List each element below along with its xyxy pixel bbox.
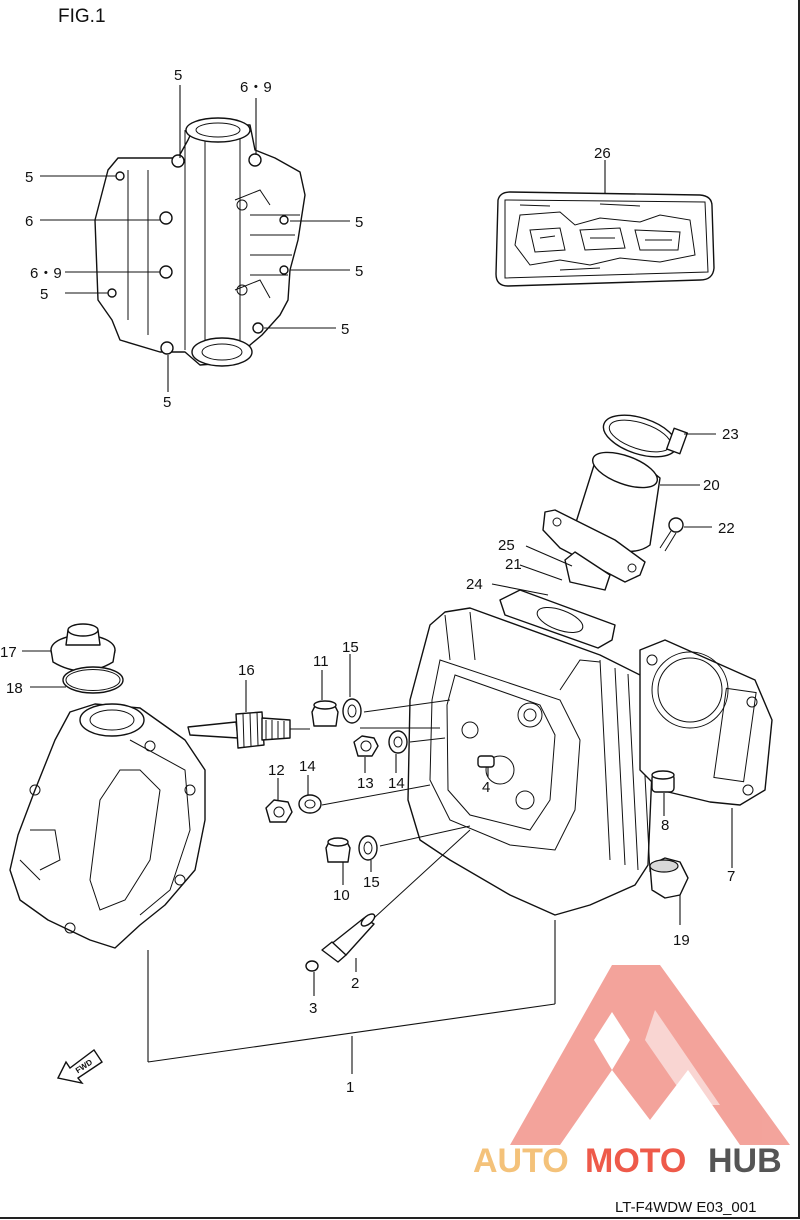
cylinder-base-gasket (639, 639, 773, 806)
callout-15-upper: 15 (342, 639, 359, 656)
watermark-auto: AUTO (473, 1142, 569, 1180)
plug-19 (649, 857, 689, 899)
callout-18: 18 (6, 680, 23, 697)
stud-lines (290, 699, 471, 847)
callout-5-top: 5 (174, 67, 182, 84)
callout-2: 2 (351, 975, 359, 992)
washer-15-lower (358, 835, 378, 861)
callout-6-9-left: 6・9 (30, 265, 62, 282)
assembly-bracket (147, 920, 556, 1074)
callout-7: 7 (727, 868, 735, 885)
callout-23: 23 (722, 426, 739, 443)
cap-nut-11 (311, 700, 339, 727)
valve-guide (321, 913, 376, 963)
cylinder-head-cover (9, 703, 206, 949)
callout-22: 22 (718, 520, 735, 537)
callout-3: 3 (309, 1000, 317, 1017)
callout-5-right-middle: 5 (355, 263, 363, 280)
callout-5-right-upper: 5 (355, 214, 363, 231)
callout-5-bottom: 5 (163, 394, 171, 411)
figure-title: FIG.1 (58, 6, 106, 27)
callout-6-9-top: 6・9 (240, 79, 272, 96)
callout-13: 13 (357, 775, 374, 792)
washer-14-lower (298, 794, 322, 814)
o-ring (62, 666, 124, 694)
callout-21: 21 (505, 556, 522, 573)
watermark-moto: MOTO (585, 1142, 686, 1180)
nut-12 (265, 799, 293, 823)
callout-26: 26 (594, 145, 611, 162)
callout-16: 16 (238, 662, 255, 679)
cylinder-head-top-view (94, 117, 306, 367)
spark-plug (187, 711, 291, 749)
callout-14-lower: 14 (299, 758, 316, 775)
cylinder-head (407, 607, 656, 916)
watermark-hub: HUB (708, 1142, 782, 1180)
callout-10: 10 (333, 887, 350, 904)
hose-clamp (602, 414, 689, 458)
callout-11: 11 (313, 653, 329, 670)
callout-17: 17 (0, 644, 17, 661)
screw-22 (659, 517, 684, 552)
callout-5-right-lower: 5 (341, 321, 349, 338)
washer-14-upper (388, 730, 408, 754)
gasket-set (495, 191, 715, 287)
callout-12: 12 (268, 762, 285, 779)
oil-filler-cap (50, 623, 116, 672)
callout-8: 8 (661, 817, 669, 834)
automotohub-logo (510, 965, 790, 1145)
callout-5-left-upper: 5 (25, 169, 33, 186)
callout-25: 25 (498, 537, 515, 554)
callout-24: 24 (466, 576, 483, 593)
dowel-pin (651, 770, 675, 793)
callout-15-lower: 15 (363, 874, 380, 891)
callout-5-left-lower: 5 (40, 286, 48, 303)
fwd-arrow: FWD (56, 1048, 103, 1085)
nut-13 (353, 735, 379, 757)
callout-6-left: 6 (25, 213, 33, 230)
callout-14-upper: 14 (388, 775, 405, 792)
cap-nut-10 (325, 837, 351, 863)
callout-20: 20 (703, 477, 720, 494)
intake-pipe (542, 451, 661, 591)
figure-code: LT-F4WDW E03_001 (615, 1199, 756, 1216)
top-view-leaders (40, 85, 350, 392)
intake-gaskets (499, 589, 616, 649)
callout-1: 1 (346, 1079, 354, 1096)
washer-15-upper (342, 698, 362, 724)
callout-4: 4 (482, 779, 490, 796)
callout-19: 19 (673, 932, 690, 949)
guide-clip (305, 960, 319, 972)
